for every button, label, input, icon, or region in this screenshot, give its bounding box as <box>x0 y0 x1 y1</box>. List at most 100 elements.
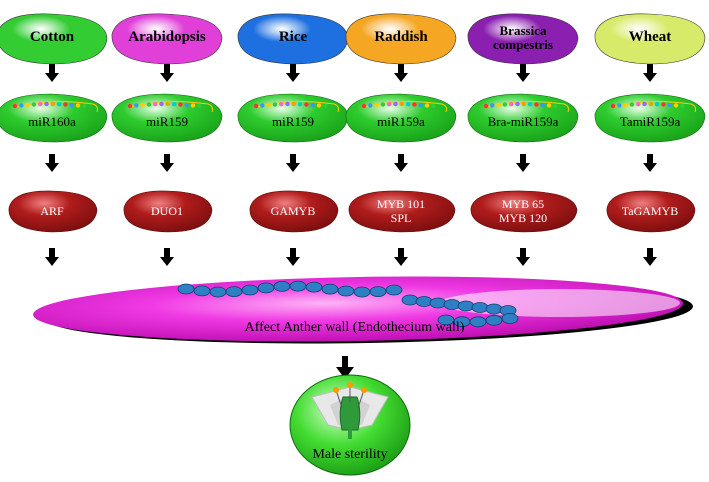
species-label: Raddish <box>374 29 428 46</box>
endothecium-cell <box>305 281 323 293</box>
anther-wall-label: Affect Anther wall (Endothecium wall) <box>244 320 465 335</box>
target-gene-label: MYB 65 MYB 120 <box>498 196 548 225</box>
endothecium-cell <box>457 300 475 312</box>
target-gene-label: MYB 101 SPL <box>376 196 426 225</box>
target-gene-node: DUO1 <box>108 186 226 236</box>
target-blob-shape <box>123 190 213 233</box>
species-label: Wheat <box>628 29 672 46</box>
endothecium-cell <box>429 297 447 309</box>
arrow-to-mirna-icon <box>45 64 59 82</box>
endothecium-cell <box>485 303 503 315</box>
endothecium-cell <box>385 284 403 296</box>
endothecium-cell <box>193 285 211 297</box>
mirna-label: miR159a <box>377 114 425 129</box>
target-gene-node: MYB 65 MYB 120 <box>464 186 582 236</box>
target-blob-shape <box>249 190 339 233</box>
target-gene-node: GAMYB <box>234 186 352 236</box>
arrow-to-wall-icon <box>286 248 300 266</box>
target-blob-shape <box>470 190 578 233</box>
endothecium-cell <box>415 296 433 307</box>
target-blob-shape <box>606 190 696 233</box>
arrow-to-mirna-icon <box>394 64 408 82</box>
arrow-to-wall-icon <box>160 248 174 266</box>
mirna-blob-shape <box>594 93 706 143</box>
arrow-to-wall-icon <box>45 248 59 266</box>
species-label: Rice <box>278 29 308 46</box>
arrow-to-target-icon <box>394 154 408 172</box>
species-label: Cotton <box>29 29 75 46</box>
arrow-to-target-icon <box>516 154 530 172</box>
anther-wall-shape <box>33 276 693 344</box>
mirna-node: miR160a <box>0 90 111 146</box>
target-blob-shape <box>348 190 456 233</box>
endothecium-cell <box>177 283 195 295</box>
mirna-label: miR160a <box>28 114 76 129</box>
endothecium-cell <box>209 286 227 298</box>
flower-icon <box>311 382 389 439</box>
species-blob-shape <box>111 13 223 65</box>
mirna-node: Bra-miR159a <box>464 90 582 146</box>
mirna-node: miR159 <box>108 90 226 146</box>
arrow-to-outcome-icon <box>336 356 354 379</box>
target-gene-label: DUO1 <box>151 203 183 218</box>
endothecium-cell <box>471 302 489 313</box>
species-node: Raddish <box>342 8 460 68</box>
arrow-to-mirna-icon <box>160 64 174 82</box>
endothecium-cell <box>321 283 339 295</box>
species-blob-shape <box>345 13 457 65</box>
species-blob-shape <box>0 13 108 65</box>
endothecium-cell <box>353 286 371 298</box>
arrow-to-target-icon <box>643 154 657 172</box>
target-blob-shape <box>8 190 98 233</box>
species-node: Brassica compestris <box>464 8 582 68</box>
arrow-to-mirna-icon <box>643 64 657 82</box>
target-gene-label: TaGAMYB <box>621 203 679 218</box>
mirna-blob-shape <box>237 93 349 143</box>
mirna-blob-shape <box>467 93 579 143</box>
endothecium-cell <box>289 280 307 292</box>
endothecium-cell <box>257 282 275 294</box>
mirna-blob-shape <box>0 93 108 143</box>
arrow-to-mirna-icon <box>286 64 300 82</box>
species-node: Cotton <box>0 8 111 68</box>
target-gene-label: GAMYB <box>270 203 316 218</box>
endothecium-cell <box>485 314 503 326</box>
endothecium-cell <box>443 299 461 310</box>
arrow-to-wall-icon <box>394 248 408 266</box>
arrow-to-target-icon <box>286 154 300 172</box>
species-node: Wheat <box>591 8 709 68</box>
mirna-blob-shape <box>111 93 223 143</box>
endothecium-cell <box>225 286 243 298</box>
species-blob-shape <box>467 13 579 65</box>
mirna-label: TamiR159a <box>619 114 681 129</box>
mirna-blob-shape <box>345 93 457 143</box>
mirna-label: Bra-miR159a <box>487 114 559 129</box>
species-label: Brassica compestris <box>493 23 553 52</box>
target-gene-label: ARF <box>40 203 64 218</box>
mirna-label: miR159 <box>272 114 314 129</box>
arrow-to-wall-icon <box>516 248 530 266</box>
arrow-to-mirna-icon <box>516 64 530 82</box>
species-node: Rice <box>234 8 352 68</box>
target-gene-node: ARF <box>0 186 111 236</box>
target-gene-node: MYB 101 SPL <box>342 186 460 236</box>
species-node: Arabidopsis <box>108 8 226 68</box>
mirna-node: TamiR159a <box>591 90 709 146</box>
endothecium-cell <box>337 285 355 297</box>
arrow-to-wall-icon <box>643 248 657 266</box>
male-sterility-label: Male sterility <box>312 447 388 462</box>
endothecium-cell <box>401 294 419 306</box>
species-blob-shape <box>594 13 706 65</box>
arrow-to-target-icon <box>160 154 174 172</box>
endothecium-cell <box>241 284 259 296</box>
target-gene-node: TaGAMYB <box>591 186 709 236</box>
mirna-node: miR159 <box>234 90 352 146</box>
